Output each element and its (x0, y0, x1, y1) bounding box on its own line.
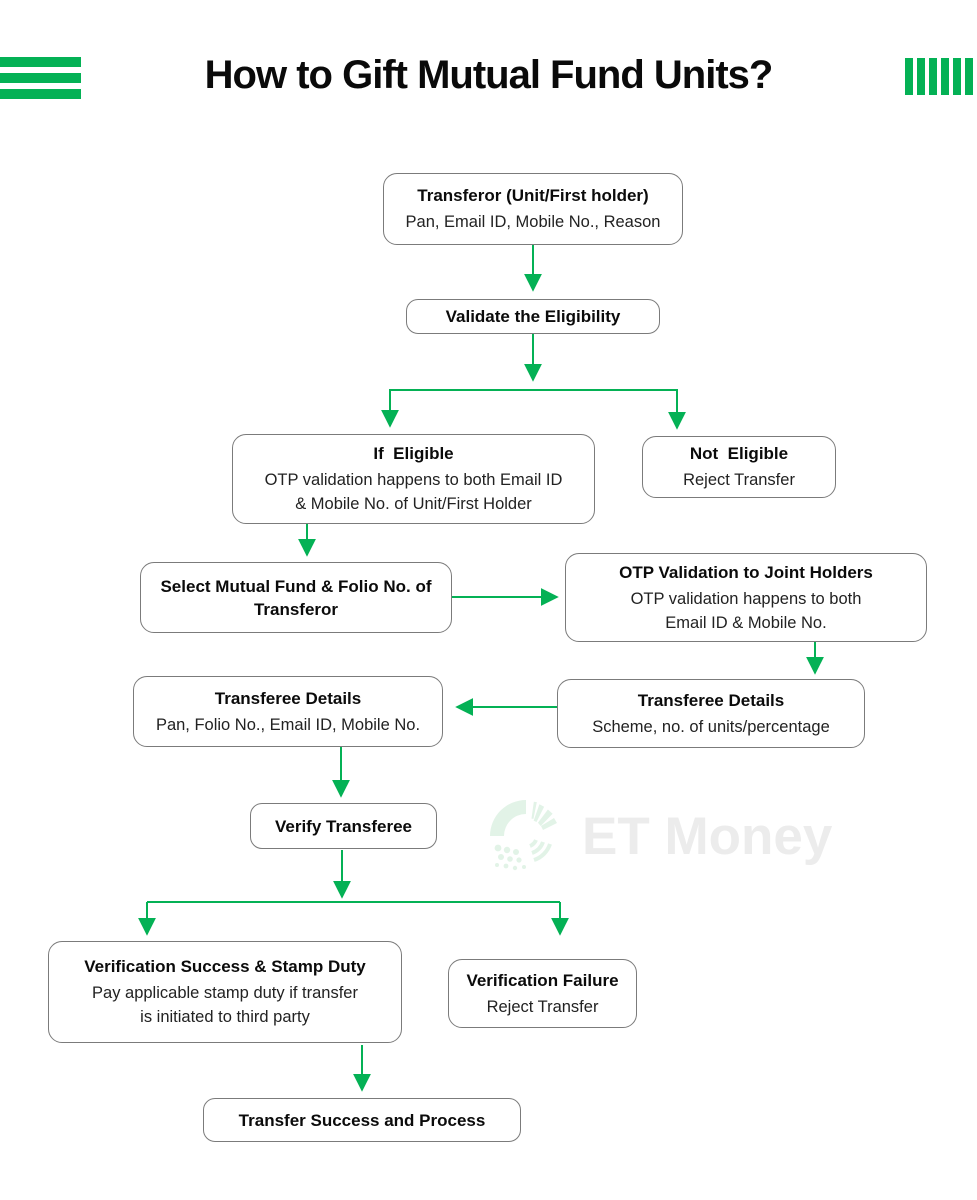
decor-right-bars (905, 58, 973, 95)
node-title: Verification Failure (466, 970, 619, 990)
node-body: Reject Transfer (683, 471, 795, 489)
node-title: Select Mutual Fund & Folio No. of Transf… (160, 576, 432, 619)
node-body: OTP validation happens to both Email ID … (264, 471, 563, 513)
decor-bar (0, 89, 81, 99)
node-title: Transfer Success and Process (238, 1110, 486, 1130)
node-body: Reject Transfer (486, 997, 599, 1016)
flow-node-validate-eligibility: Validate the Eligibility (406, 299, 660, 334)
node-body: Scheme, no. of units/percentage (592, 717, 830, 736)
node-body: Pay applicable stamp duty if transfer is… (92, 984, 358, 1026)
node-title: If Eligible (373, 444, 454, 463)
decor-bar (917, 58, 925, 95)
node-title: Transferor (Unit/First holder) (417, 186, 649, 205)
node-body: Pan, Email ID, Mobile No., Reason (405, 213, 661, 231)
decor-bar (965, 58, 973, 95)
node-title: Not Eligible (689, 444, 789, 463)
decor-bar (905, 58, 913, 95)
flow-node-verify-transferee: Verify Transferee (250, 803, 437, 849)
node-body: Pan, Folio No., Email ID, Mobile No. (155, 715, 421, 734)
flow-node-verification-failure: Verification Failure Reject Transfer (448, 959, 637, 1028)
flow-node-verification-success: Verification Success & Stamp Duty Pay ap… (48, 941, 402, 1043)
node-title: Transferee Details (637, 690, 785, 710)
decor-bar (929, 58, 937, 95)
node-title: Verification Success & Stamp Duty (84, 957, 366, 976)
flow-node-otp-joint-holders: OTP Validation to Joint Holders OTP vali… (565, 553, 927, 642)
flow-node-select-fund: Select Mutual Fund & Folio No. of Transf… (140, 562, 452, 633)
flow-node-transferor: Transferor (Unit/First holder) Pan, Emai… (383, 173, 683, 245)
node-title: Verify Transferee (274, 816, 413, 836)
flow-node-transfer-success: Transfer Success and Process (203, 1098, 521, 1142)
node-title: Validate the Eligibility (445, 307, 621, 326)
node-title: OTP Validation to Joint Holders (619, 562, 873, 582)
decor-bar (941, 58, 949, 95)
flow-node-not-eligible: Not Eligible Reject Transfer (642, 436, 836, 498)
page-title: How to Gift Mutual Fund Units? (204, 53, 774, 97)
flow-node-transferee-contact: Transferee Details Pan, Folio No., Email… (133, 676, 443, 747)
flow-node-transferee-scheme: Transferee Details Scheme, no. of units/… (557, 679, 865, 748)
node-title: Transferee Details (214, 688, 362, 708)
decor-left-bars (0, 57, 81, 105)
flow-node-if-eligible: If Eligible OTP validation happens to bo… (232, 434, 595, 524)
decor-bar (0, 57, 81, 67)
node-body: OTP validation happens to both Email ID … (630, 589, 862, 632)
decor-bar (953, 58, 961, 95)
decor-bar (0, 73, 81, 83)
